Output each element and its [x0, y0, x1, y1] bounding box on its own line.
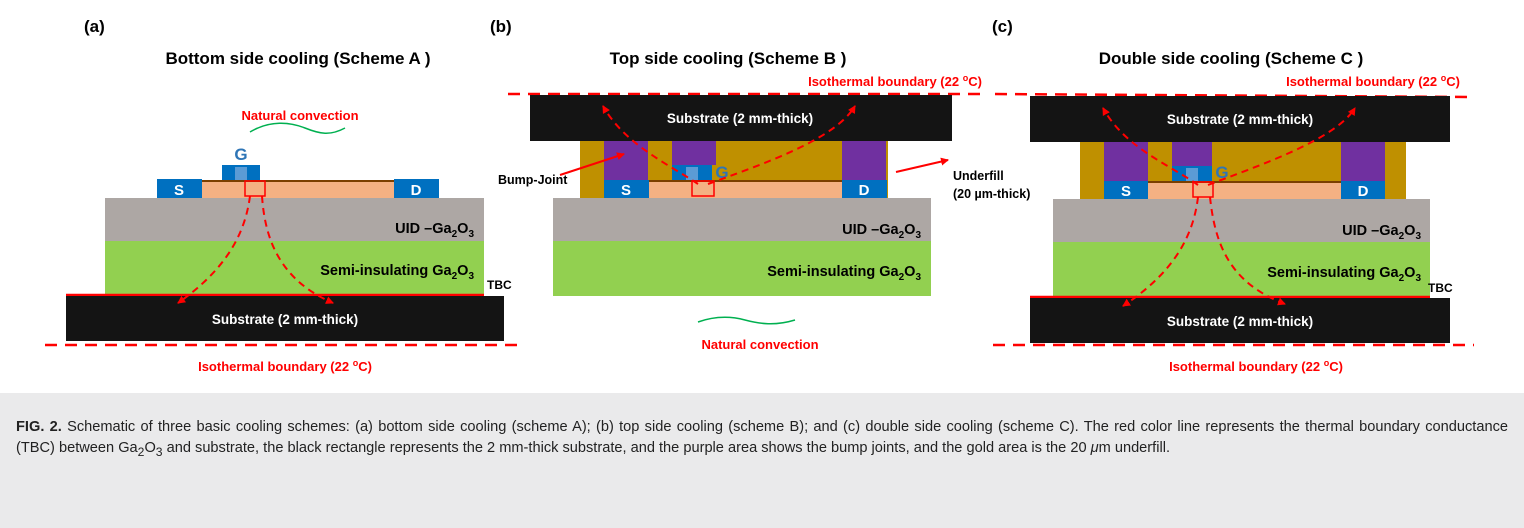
panel-a-isothermal-label: Isothermal boundary (22 oC): [198, 358, 372, 374]
panel-c-channel: [1148, 182, 1341, 199]
panel-a-drain: [394, 179, 439, 198]
caption-mu: μ: [1090, 440, 1099, 456]
caption-text-4: m underfill.: [1098, 440, 1170, 456]
panel-b-source: [604, 180, 649, 198]
panel-a-hotspot-box: [244, 180, 266, 197]
panel-a-label: (a): [84, 17, 105, 36]
panel-c-uid-label: UID –Ga2O3: [1342, 223, 1421, 242]
panel-a-heat-arrow-right: [261, 195, 334, 304]
panel-b-underfill-label-2: (20 µm-thick): [953, 187, 1030, 201]
panel-b-source-label: S: [621, 182, 631, 199]
panel-b-convection-label: Natural convection: [701, 337, 818, 352]
panel-b-label: (b): [490, 17, 512, 36]
panel-b-underfill-arrow: [895, 157, 949, 173]
panel-b-uid-layer: [553, 198, 931, 241]
figure-caption: FIG. 2. Schematic of three basic cooling…: [16, 417, 1508, 463]
panel-b-bump-arrow: [559, 152, 625, 176]
panel-c-bump-source: [1104, 142, 1148, 182]
caption-fig-label: FIG. 2.: [16, 419, 62, 435]
panel-b-semi-layer: [553, 241, 931, 296]
panel-a-convection-wave: [249, 122, 346, 134]
panel-a-source: [157, 179, 202, 198]
panel-c-substrate-top: [1030, 96, 1450, 142]
panel-c-semi-layer: [1053, 242, 1430, 297]
panel-c-heat-arrow-up-left: [1102, 107, 1199, 186]
panel-c-source-label: S: [1121, 183, 1131, 200]
panel-c-uid-layer: [1053, 199, 1430, 242]
panel-b-substrate-top-label: Substrate (2 mm-thick): [667, 111, 813, 126]
panel-c-bump-drain: [1341, 142, 1385, 182]
panel-a-uid-label: UID –Ga2O3: [395, 221, 474, 240]
panel-c-label: (c): [992, 17, 1013, 36]
panel-c-source: [1104, 181, 1148, 199]
caption-text-1: Schematic of three basic cooling schemes…: [16, 419, 1508, 456]
panel-b-drain-label: D: [859, 182, 870, 199]
panel-a-heat-arrow-left: [177, 195, 251, 304]
panel-a-semi-layer: [105, 241, 484, 295]
panel-b-gate-inner: [686, 167, 698, 181]
panel-c-title: Double side cooling (Scheme C ): [1099, 49, 1363, 68]
panel-c-heat-arrow-down-left: [1122, 196, 1199, 307]
panel-b-semi-label: Semi-insulating Ga2O3: [767, 264, 921, 283]
panel-a-gate-label: G: [234, 145, 247, 164]
panel-a-tbc-label: TBC: [487, 278, 512, 292]
caption-box: [0, 393, 1524, 528]
panel-b-channel: [649, 181, 842, 198]
panel-a-source-label: S: [174, 182, 184, 199]
panel-b-hotspot-box: [691, 180, 715, 197]
panel-a-uid-layer: [105, 198, 484, 241]
panel-b-substrate-top: [530, 95, 952, 141]
panel-b-drain: [842, 180, 887, 198]
cooling-schemes-figure: (a) Bottom side cooling (Scheme A ) Natu…: [45, 17, 1474, 374]
panel-a-channel: [202, 181, 394, 198]
panel-b-heat-arrow-left: [602, 105, 699, 185]
panel-b: (b) Top side cooling (Scheme B ) Isother…: [490, 17, 1030, 352]
panel-a-substrate-bottom: [66, 296, 504, 341]
panel-a-gate-inner: [235, 167, 247, 181]
panel-a-title: Bottom side cooling (Scheme A ): [165, 49, 430, 68]
panel-c-isothermal-bottom-label: Isothermal boundary (22 oC): [1169, 358, 1343, 374]
caption-text-3: and substrate, the black rectangle repre…: [162, 440, 1091, 456]
panel-c-substrate-bottom-label: Substrate (2 mm-thick): [1167, 314, 1313, 329]
panel-b-bump-gate: [672, 141, 716, 165]
panel-b-isothermal-label: Isothermal boundary (22 oC): [808, 73, 982, 89]
caption-sub-1: 2: [137, 444, 145, 459]
caption-text-2: O: [144, 440, 156, 456]
panel-c-semi-label: Semi-insulating Ga2O3: [1267, 265, 1421, 284]
panel-c-gate-label: G: [1215, 163, 1228, 182]
panel-b-underfill-label-1: Underfill: [953, 169, 1004, 183]
panel-b-bump-source: [604, 141, 648, 181]
panel-c-heat-arrow-down-right: [1209, 196, 1286, 306]
panel-c-drain-label: D: [1358, 183, 1369, 200]
panel-c-hotspot-box: [1192, 181, 1214, 198]
panel-c-gate-inner: [1186, 168, 1198, 182]
panel-a-drain-label: D: [411, 182, 422, 199]
panel-b-bump-drain: [842, 141, 886, 181]
panel-b-bump-label: Bump-Joint: [498, 173, 568, 187]
panel-c-drain: [1341, 181, 1385, 199]
panel-c-substrate-top-label: Substrate (2 mm-thick): [1167, 112, 1313, 127]
panel-b-title: Top side cooling (Scheme B ): [610, 49, 847, 68]
panel-c: (c) Double side cooling (Scheme C ) Isot…: [992, 17, 1474, 374]
panel-b-convection-wave: [697, 316, 796, 325]
panel-a: (a) Bottom side cooling (Scheme A ) Natu…: [45, 17, 518, 374]
panel-a-semi-label: Semi-insulating Ga2O3: [320, 263, 474, 282]
panel-c-substrate-bottom: [1030, 298, 1450, 343]
panel-a-convection-label: Natural convection: [241, 108, 358, 123]
caption-sub-2: 3: [155, 444, 163, 459]
panel-c-isothermal-top-label: Isothermal boundary (22 oC): [1286, 73, 1460, 89]
panel-c-tbc-label: TBC: [1428, 281, 1453, 295]
panel-b-uid-label: UID –Ga2O3: [842, 222, 921, 241]
panel-c-bump-gate: [1172, 142, 1212, 166]
panel-a-substrate-bottom-label: Substrate (2 mm-thick): [212, 312, 358, 327]
